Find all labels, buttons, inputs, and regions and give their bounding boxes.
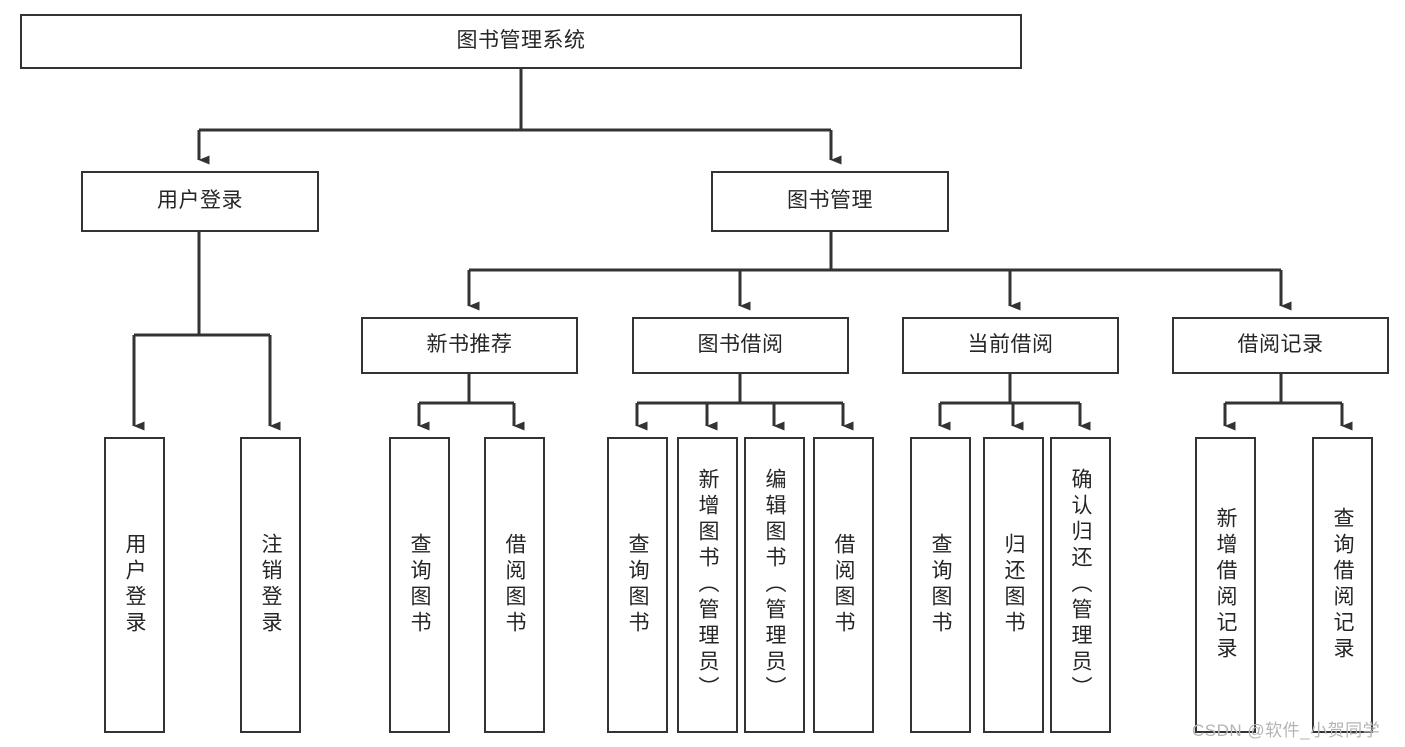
node-new-book-rec-label: 新书推荐 [426, 333, 513, 357]
node-leaf-return-book[interactable]: 归还图书 [983, 437, 1044, 733]
node-leaf-add-book[interactable]: 新增图书（管理员） [677, 437, 738, 733]
node-root-label: 图书管理系统 [456, 29, 586, 53]
node-leaf-borrow-book-bor[interactable]: 借阅图书 [813, 437, 874, 733]
node-leaf-edit-book[interactable]: 编辑图书（管理员） [744, 437, 805, 733]
node-book-borrow-label: 图书借阅 [697, 333, 784, 357]
node-borrow-record[interactable]: 借阅记录 [1172, 317, 1389, 374]
node-book-manage-label: 图书管理 [787, 189, 873, 213]
node-leaf-user-logout[interactable]: 注销登录 [240, 437, 301, 733]
node-leaf-query-book-bor-label: 查询图书 [626, 533, 649, 637]
node-leaf-edit-book-label: 编辑图书（管理员） [763, 468, 786, 702]
node-new-book-rec[interactable]: 新书推荐 [361, 317, 578, 374]
node-book-borrow[interactable]: 图书借阅 [632, 317, 849, 374]
node-leaf-query-book-rec[interactable]: 查询图书 [389, 437, 450, 733]
node-user-login-label: 用户登录 [157, 189, 243, 213]
node-leaf-query-record-label: 查询借阅记录 [1331, 507, 1354, 663]
node-leaf-user-login[interactable]: 用户登录 [104, 437, 165, 733]
node-leaf-borrow-book-bor-label: 借阅图书 [832, 533, 855, 637]
node-leaf-borrow-book-rec[interactable]: 借阅图书 [484, 437, 545, 733]
node-leaf-return-book-label: 归还图书 [1002, 533, 1025, 637]
node-borrow-record-label: 借阅记录 [1237, 333, 1324, 357]
node-leaf-query-book-cur-label: 查询图书 [929, 533, 952, 637]
node-leaf-borrow-book-rec-label: 借阅图书 [503, 533, 526, 637]
node-book-manage[interactable]: 图书管理 [711, 171, 949, 232]
node-leaf-confirm-return-label: 确认归还（管理员） [1069, 468, 1092, 702]
node-leaf-user-login-label: 用户登录 [123, 533, 146, 637]
node-leaf-query-record[interactable]: 查询借阅记录 [1312, 437, 1373, 733]
node-current-borrow-label: 当前借阅 [967, 333, 1054, 357]
node-leaf-confirm-return[interactable]: 确认归还（管理员） [1050, 437, 1111, 733]
node-current-borrow[interactable]: 当前借阅 [902, 317, 1119, 374]
node-leaf-query-book-rec-label: 查询图书 [408, 533, 431, 637]
node-leaf-add-record[interactable]: 新增借阅记录 [1195, 437, 1256, 733]
node-leaf-add-book-label: 新增图书（管理员） [696, 468, 719, 702]
node-user-login[interactable]: 用户登录 [81, 171, 319, 232]
node-leaf-query-book-cur[interactable]: 查询图书 [910, 437, 971, 733]
node-leaf-add-record-label: 新增借阅记录 [1214, 507, 1237, 663]
csdn-watermark: CSDN @软件_小贺同学 [1192, 721, 1381, 740]
node-leaf-user-logout-label: 注销登录 [259, 533, 282, 637]
node-root[interactable]: 图书管理系统 [20, 14, 1022, 69]
node-leaf-query-book-bor[interactable]: 查询图书 [607, 437, 668, 733]
